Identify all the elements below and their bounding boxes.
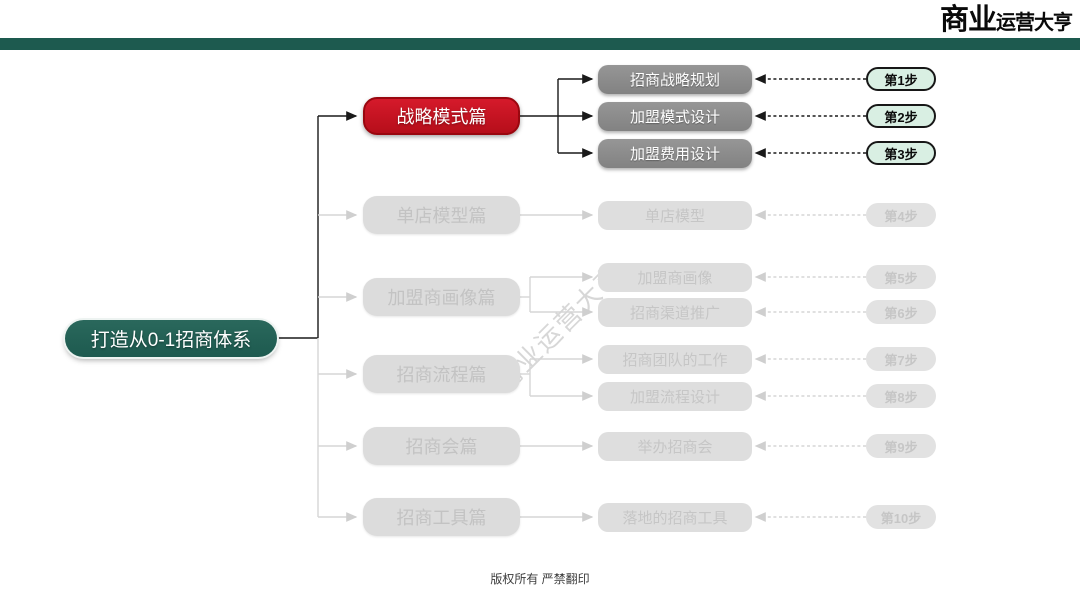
- step-badge: 第3步: [866, 141, 936, 165]
- root-node: 打造从0-1招商体系: [65, 320, 277, 357]
- topic-node: 落地的招商工具: [598, 502, 752, 532]
- step-badge: 第6步: [866, 300, 936, 324]
- header-accent-bar: [0, 38, 1080, 50]
- topic-node: 招商战略规划: [598, 64, 752, 94]
- brand-logo-secondary: 运营大亨: [996, 12, 1073, 34]
- step-badge: 第5步: [866, 265, 936, 289]
- category-node: 招商流程篇: [363, 355, 520, 393]
- step-badge: 第4步: [866, 203, 936, 227]
- copyright-footer: 版权所有 严禁翻印: [490, 572, 590, 586]
- topic-node: 加盟商画像: [598, 262, 752, 292]
- topic-node: 加盟费用设计: [598, 138, 752, 168]
- category-node: 单店模型篇: [363, 196, 520, 234]
- brand-logo: 商业运营大亨: [939, 3, 1073, 42]
- category-node: 加盟商画像篇: [363, 278, 520, 316]
- step-badge: 第7步: [866, 347, 936, 371]
- category-node: 招商工具篇: [363, 498, 520, 536]
- topic-node: 加盟流程设计: [598, 381, 752, 411]
- topic-node: 加盟模式设计: [598, 101, 752, 131]
- step-badge: 第9步: [866, 434, 936, 458]
- step-badge: 第8步: [866, 384, 936, 408]
- topic-node: 招商渠道推广: [598, 297, 752, 327]
- category-node: 战略模式篇: [363, 97, 520, 135]
- step-badge: 第1步: [866, 67, 936, 91]
- topic-node: 举办招商会: [598, 431, 752, 461]
- step-badge: 第2步: [866, 104, 936, 128]
- step-badge: 第10步: [866, 505, 936, 529]
- category-node: 招商会篇: [363, 427, 520, 465]
- topic-node: 单店模型: [598, 200, 752, 230]
- topic-node: 招商团队的工作: [598, 344, 752, 374]
- brand-logo-primary: 商业: [939, 4, 997, 36]
